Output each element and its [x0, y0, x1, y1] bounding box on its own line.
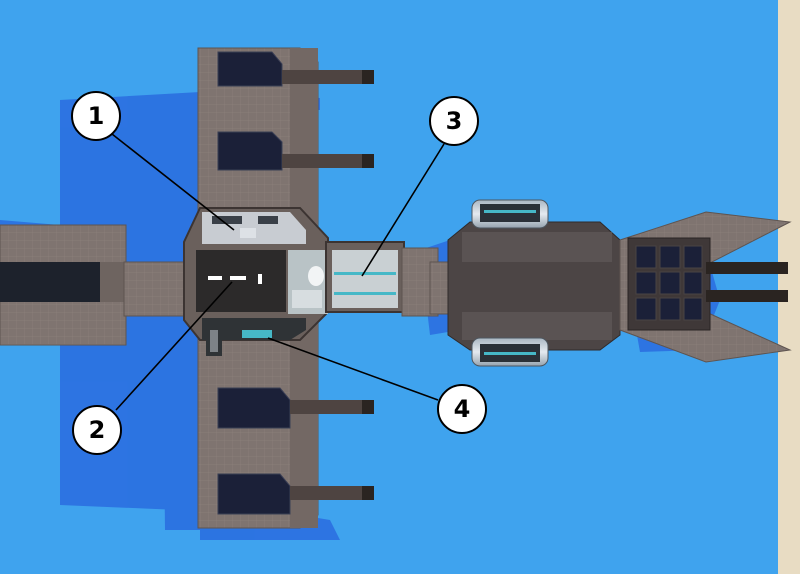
- east-wing: [619, 211, 792, 363]
- callout-3[interactable]: 3: [429, 96, 479, 146]
- room-4: [202, 318, 306, 356]
- callout-1[interactable]: 1: [71, 91, 121, 141]
- central-module: [183, 207, 329, 356]
- side-arms: [282, 70, 374, 500]
- callout-4[interactable]: 4: [437, 384, 487, 434]
- sand-shore: [778, 0, 800, 574]
- callout-4-label: 4: [454, 395, 471, 423]
- pod-top: [471, 199, 549, 229]
- pod-bottom: [471, 337, 549, 367]
- room-1: [202, 212, 306, 244]
- callout-leaders: [111, 133, 445, 411]
- callout-3-label: 3: [446, 107, 463, 135]
- left-pier: [0, 224, 189, 346]
- room-2: [196, 250, 286, 312]
- callout-1-label: 1: [88, 102, 105, 130]
- bathroom: [288, 250, 328, 314]
- callout-2[interactable]: 2: [72, 405, 122, 455]
- callout-2-label: 2: [89, 416, 106, 444]
- solar-panels: [217, 51, 291, 515]
- right-hub: [447, 199, 621, 367]
- connector-room-3: [325, 241, 439, 317]
